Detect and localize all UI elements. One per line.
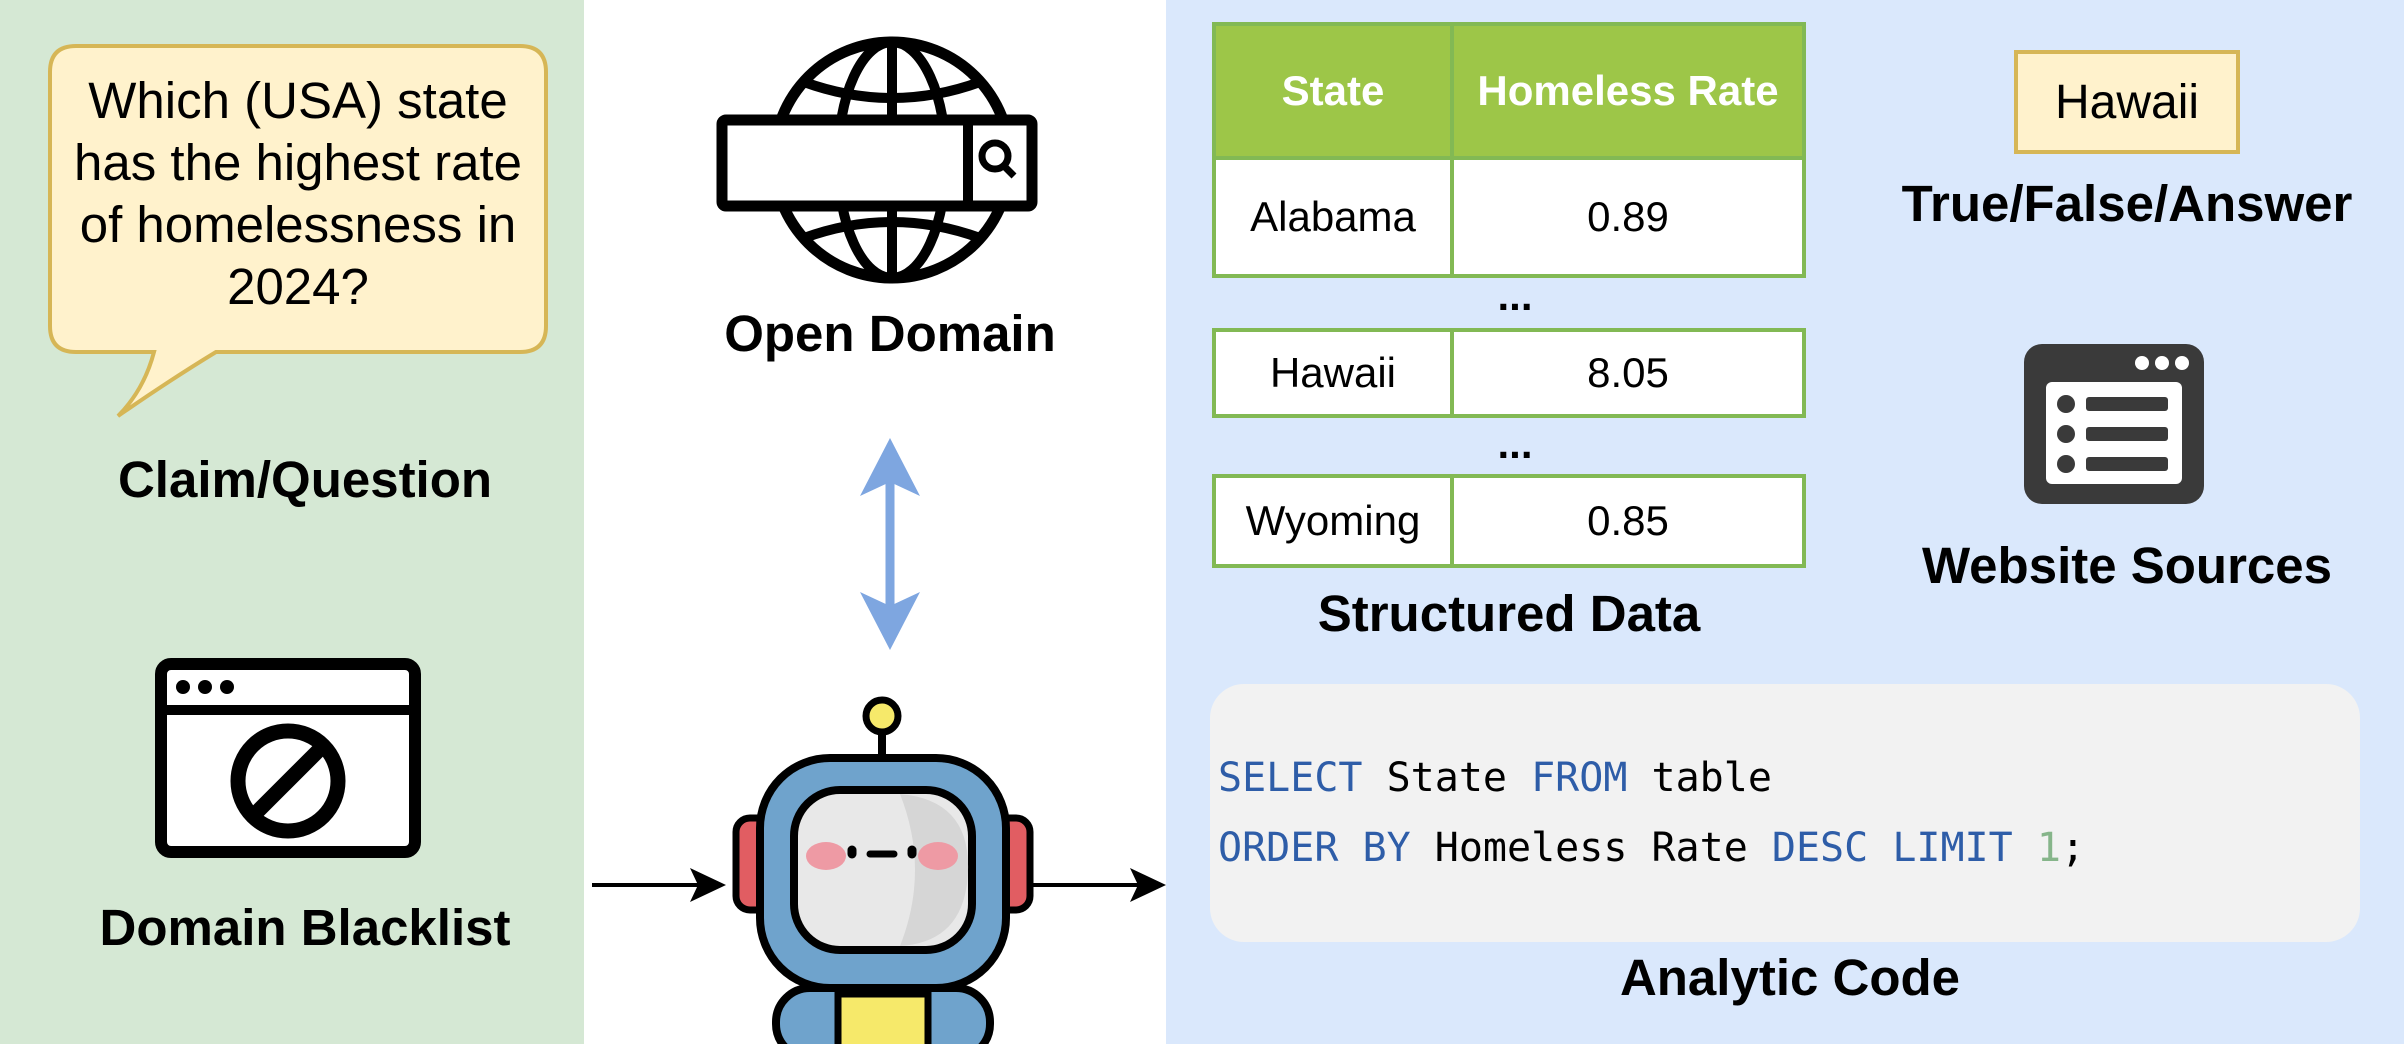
code-box <box>1210 684 2360 942</box>
structured-data-label: Structured Data <box>1317 585 1701 642</box>
code-text: ; <box>2060 825 2086 871</box>
speech-bubble <box>48 44 548 418</box>
code-text: Homeless Rate <box>1410 825 1772 871</box>
table-cell: 8.05 <box>1450 328 1806 418</box>
code-text: State <box>1362 755 1532 801</box>
table-row: Hawaii 8.05 <box>1212 328 1806 418</box>
domain-blacklist-label: Domain Blacklist <box>99 899 511 956</box>
table-ellipsis: ... <box>1497 420 1533 467</box>
arrow-to-outputs <box>1032 868 1166 902</box>
arrow-to-robot <box>592 868 726 902</box>
analytic-code-label: Analytic Code <box>1619 949 1961 1006</box>
table-ellipsis: ... <box>1497 272 1533 319</box>
claim-question-label: Claim/Question <box>117 451 493 508</box>
website-list-icon <box>2024 344 2204 504</box>
code-number: 1 <box>2036 825 2061 871</box>
globe-search-icon <box>716 36 1038 284</box>
code-keyword: ORDER BY <box>1218 825 1411 871</box>
table-header-homeless-rate: Homeless Rate <box>1450 21 1806 161</box>
table-cell: 0.89 <box>1450 156 1806 278</box>
code-text: table <box>1627 755 1772 801</box>
data-table-middle: Hawaii 8.05 <box>1212 328 1806 418</box>
code-line-2: ORDER BY Homeless Rate DESC LIMIT 1; <box>1218 825 2085 871</box>
code-keyword: FROM <box>1531 755 1628 801</box>
code-keyword: LIMIT <box>1892 825 2013 871</box>
double-arrow <box>860 438 920 650</box>
claim-question-text: Which (USA) state has the highest rate o… <box>74 72 522 315</box>
table-cell: 0.85 <box>1450 474 1806 568</box>
answer-label: True/False/Answer <box>1901 175 2353 232</box>
code-line-1: SELECT State FROM table <box>1218 755 1772 801</box>
robot-icon <box>732 696 1034 1044</box>
code-keyword: DESC <box>1771 825 1869 871</box>
code-text <box>1868 825 1892 871</box>
open-domain-label: Open Domain <box>724 305 1056 362</box>
table-row: Wyoming 0.85 <box>1212 474 1806 568</box>
blocked-website-icon <box>155 658 421 858</box>
table-row: Alabama 0.89 <box>1212 156 1806 278</box>
code-text <box>2013 825 2037 871</box>
data-table-top: State Homeless Rate Alabama 0.89 <box>1212 21 1806 278</box>
answer-box: Hawaii <box>2014 50 2240 154</box>
table-cell: Hawaii <box>1212 328 1454 418</box>
table-cell: Alabama <box>1212 156 1454 278</box>
website-sources-label: Website Sources <box>1921 537 2333 594</box>
data-table-bottom: Wyoming 0.85 <box>1212 474 1806 568</box>
table-header-state: State <box>1212 21 1454 161</box>
code-keyword: SELECT <box>1218 755 1363 801</box>
table-cell: Wyoming <box>1212 474 1454 568</box>
